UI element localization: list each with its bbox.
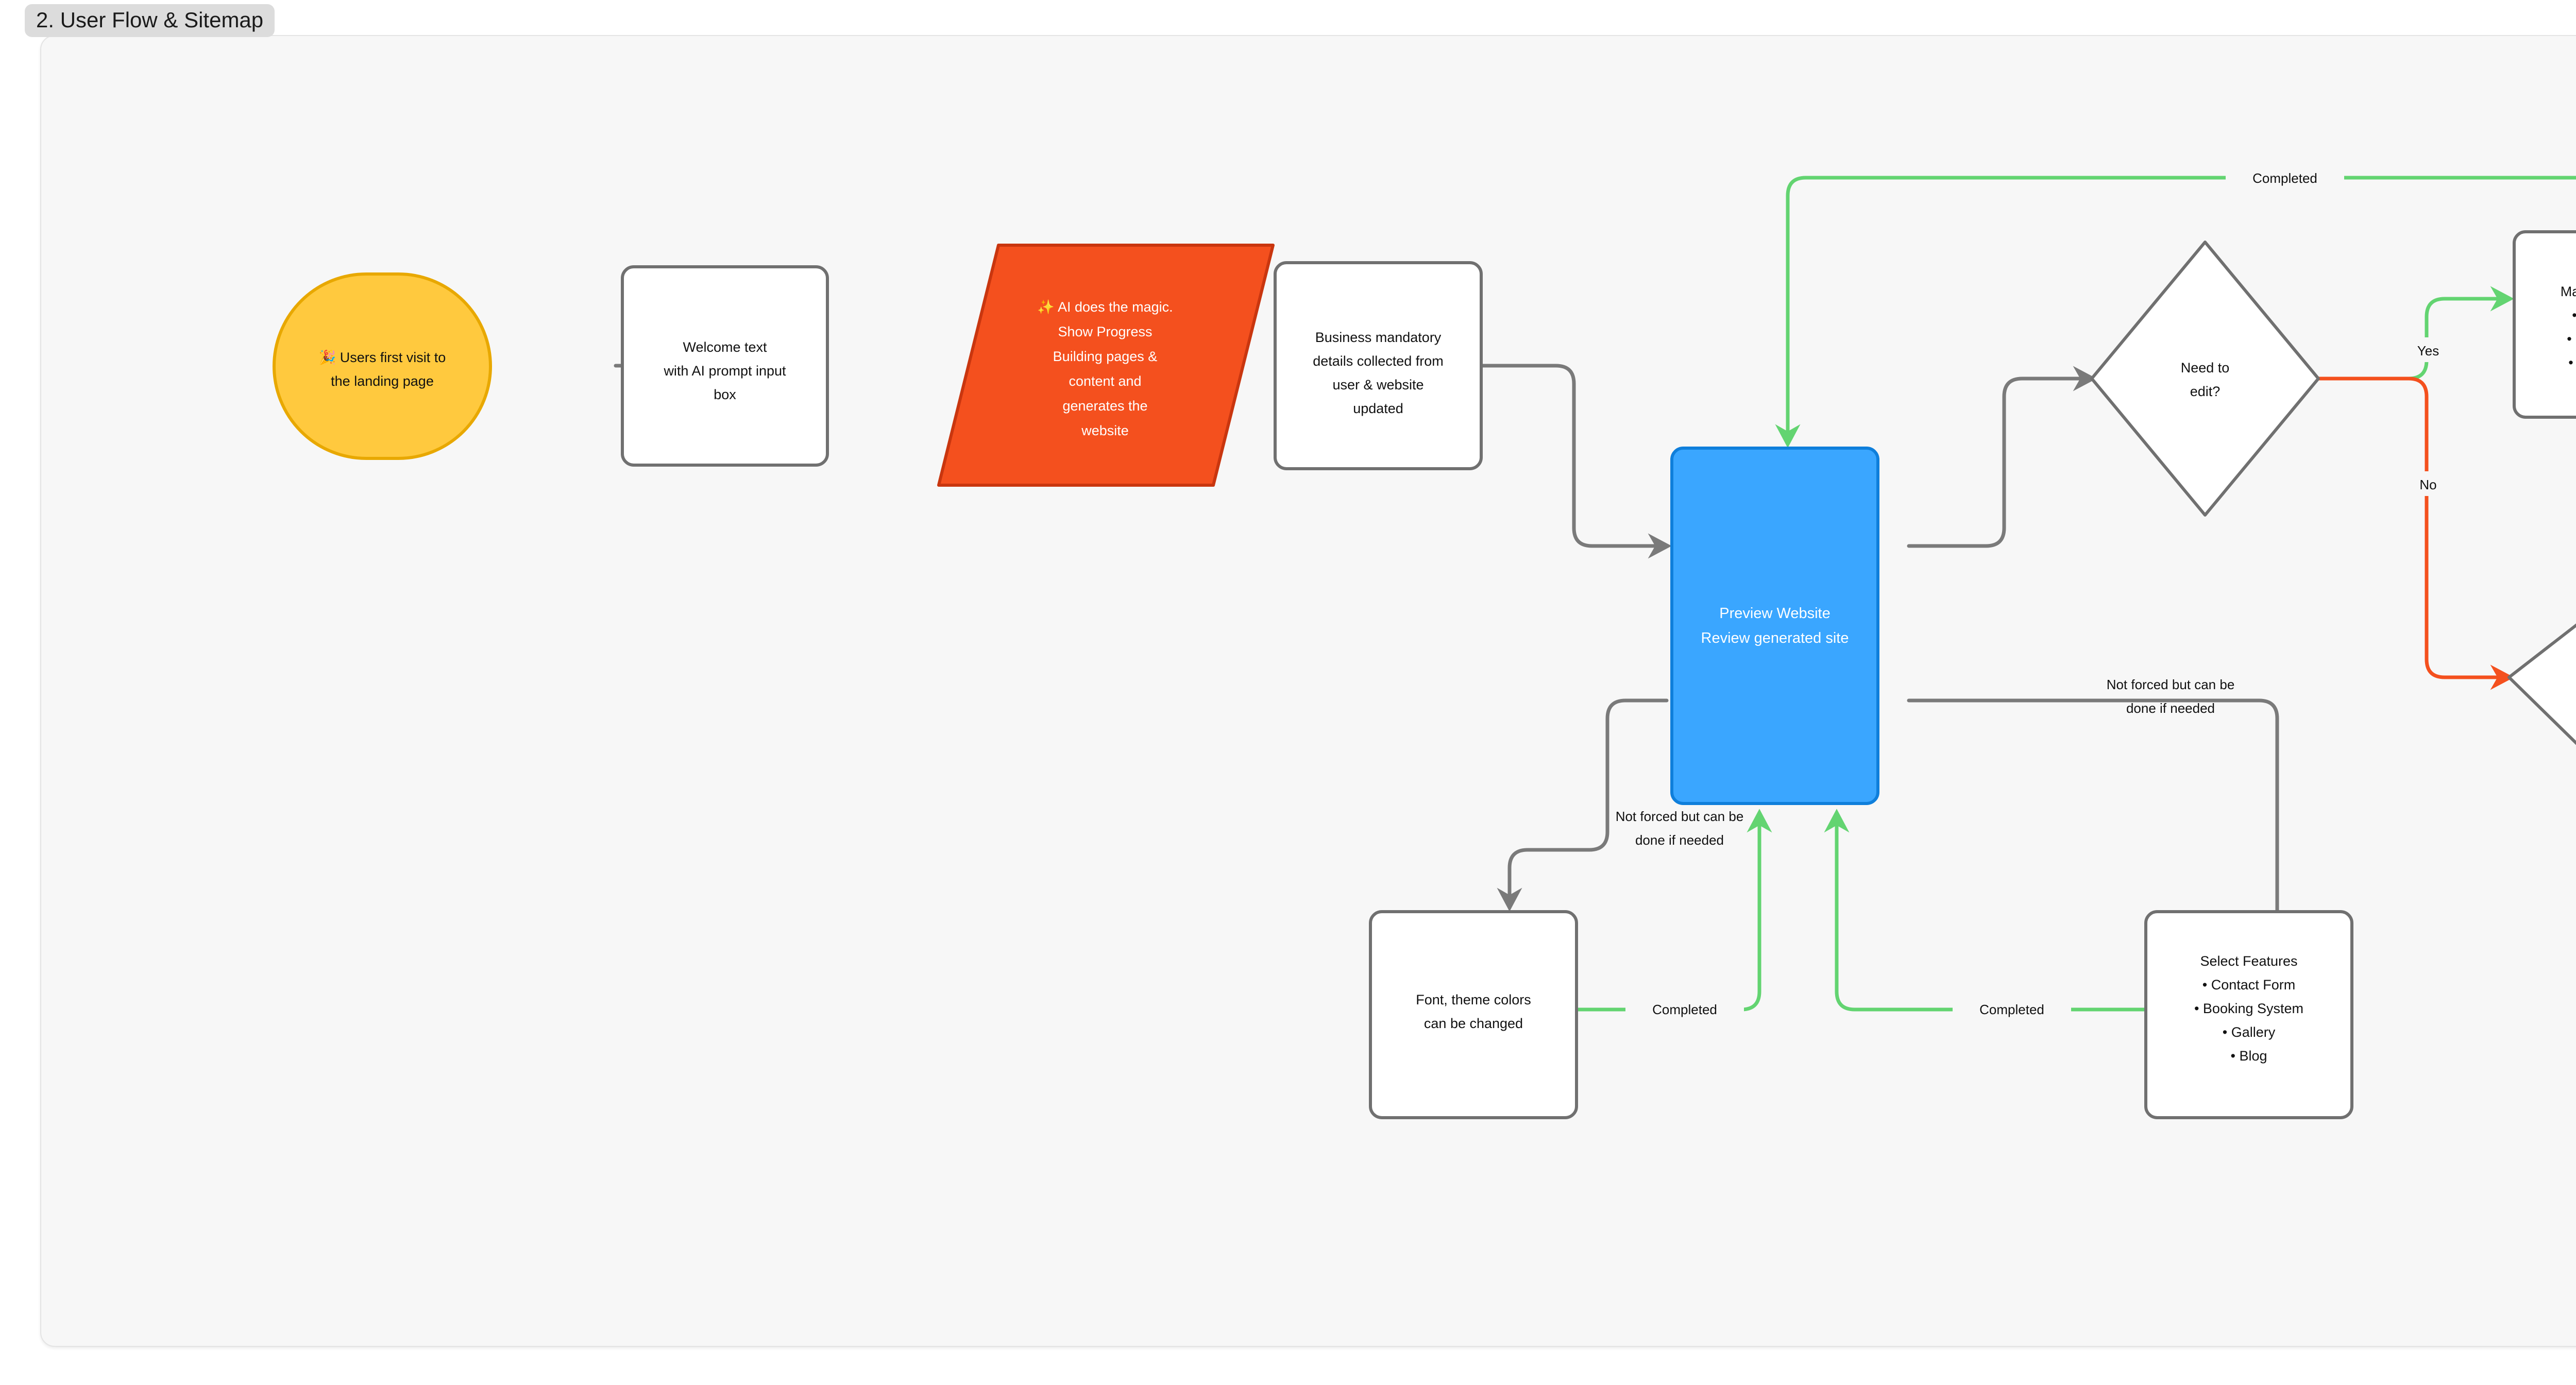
node-welcome-line-1: with AI prompt input [663, 363, 786, 379]
node-aimagic-line-5: website [1081, 423, 1129, 438]
node-welcome-text[interactable]: Welcome text with AI prompt input box [621, 265, 829, 467]
node-aimagic-line-4: generates the [1062, 398, 1147, 414]
node-features-line-1: • Contact Form [2202, 977, 2296, 993]
node-needtoedit-line-0: Need to [2181, 360, 2230, 375]
node-adjust-line-2: • Image updates [2567, 331, 2576, 347]
node-preview-line-0: Preview Website [1719, 605, 1830, 622]
edge-label-optional-theme-l2: done if needed [1635, 832, 1724, 848]
node-welcome-line-0: Welcome text [683, 339, 767, 355]
edge-label-yes-edit: Yes [2417, 343, 2439, 358]
tab-user-flow-sitemap[interactable]: 2. User Flow & Sitemap [25, 4, 275, 37]
edge-label-optional-theme-l1: Not forced but can be [1616, 809, 1744, 824]
edge-label-completed-features: Completed [1979, 1002, 2044, 1017]
node-biz-line-1: details collected from [1313, 353, 1444, 369]
node-need-to-edit[interactable]: Need to edit? [2090, 241, 2320, 517]
node-font-theme-colors[interactable]: Font, theme colors can be changed [1369, 910, 1578, 1119]
node-make-adjustments[interactable]: Make Adjustments • Text changes • Image … [2513, 230, 2576, 419]
node-biz-line-3: updated [1353, 401, 1403, 416]
node-business-details[interactable]: Business mandatory details collected fro… [1274, 261, 1483, 470]
node-adjust-line-0: Make Adjustments [2561, 284, 2576, 299]
node-features-line-4: • Blog [2231, 1048, 2267, 1064]
node-features-line-2: • Booking System [2194, 1001, 2303, 1016]
node-aimagic-line-0: ✨ AI does the magic. [1037, 299, 1173, 315]
node-biz-line-2: user & website [1332, 377, 1423, 392]
node-aimagic-line-3: content and [1069, 373, 1141, 389]
node-start-line-0: 🎉 Users first visit to [319, 349, 446, 366]
node-ai-does-the-magic[interactable]: ✨ AI does the magic. Show Progress Build… [937, 244, 1275, 487]
node-users-first-visit[interactable]: 🎉 Users first visit to the landing page [273, 272, 492, 460]
node-features-line-3: • Gallery [2223, 1024, 2276, 1040]
node-adjust-line-3: • Layout tweaks [2568, 355, 2576, 370]
diagram-canvas[interactable]: 🎉 Users first visit to the landing page … [40, 35, 2576, 1347]
edge-label-group: Completed Yes No Publish No Yes Complete… [1616, 164, 2453, 1022]
node-start-line-1: the landing page [331, 373, 434, 389]
edge-needtoedit-no-to-ready [2316, 377, 2514, 690]
node-needtoedit-line-1: edit? [2190, 384, 2221, 399]
edge-preview-to-needtoedit [1907, 366, 2097, 548]
edge-preview-to-theme [1497, 698, 1669, 912]
node-preview-line-1: Review generated site [1701, 630, 1849, 646]
node-theme-line-1: can be changed [1424, 1016, 1523, 1031]
edge-label-optional-feat-l2: done if needed [2126, 700, 2215, 716]
edge-label-no-edit: No [2419, 477, 2436, 492]
node-aimagic-line-2: Building pages & [1053, 349, 1158, 364]
node-welcome-line-2: box [714, 387, 736, 402]
flowchart-svg: 🎉 Users first visit to the landing page … [273, 164, 2576, 1119]
node-aimagic-line-1: Show Progress [1058, 324, 1152, 339]
node-features-line-0: Select Features [2200, 953, 2297, 969]
edge-label-completed-top: Completed [2252, 170, 2317, 186]
node-ready-to-publish[interactable]: Ready to publish? [2507, 579, 2576, 801]
node-preview-website[interactable]: Preview Website Review generated site [1670, 447, 1879, 805]
node-adjust-line-1: • Text changes [2572, 307, 2576, 323]
edge-preview-to-features [1907, 698, 2279, 948]
edge-label-completed-theme: Completed [1652, 1002, 1717, 1017]
node-theme-line-0: Font, theme colors [1416, 992, 1531, 1007]
edge-features-completed-to-preview [1824, 809, 2148, 1012]
node-biz-line-0: Business mandatory [1315, 330, 1442, 345]
edge-adjustments-completed-to-preview [1775, 176, 2576, 448]
edge-biz-to-preview [1477, 364, 1672, 559]
edge-label-optional-feat-l1: Not forced but can be [2107, 677, 2235, 692]
node-select-features[interactable]: Select Features • Contact Form • Booking… [2144, 910, 2353, 1119]
